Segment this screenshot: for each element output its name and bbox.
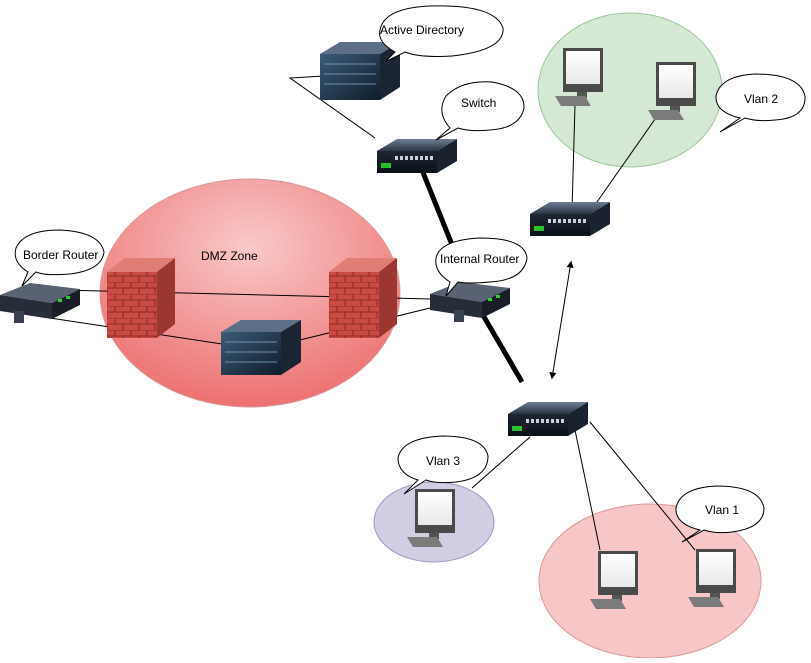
callout-vlan3: Vlan 3 bbox=[397, 435, 489, 495]
bidirectional-arrow bbox=[549, 260, 574, 380]
trunk-router-to-lower-switch bbox=[477, 308, 525, 384]
label-vlan1: Vlan 1 bbox=[705, 503, 739, 517]
label-dmz-zone: DMZ Zone bbox=[201, 249, 258, 263]
line-switch-to-vlan3 bbox=[471, 436, 531, 489]
label-vlan2: Vlan 2 bbox=[744, 92, 778, 106]
monitor-icon bbox=[648, 62, 696, 120]
callout-internal-router: Internal Router bbox=[435, 237, 528, 297]
monitor-icon bbox=[555, 48, 603, 106]
switch-icon bbox=[377, 139, 457, 173]
dmz-zone-area bbox=[99, 178, 401, 408]
monitor-icon bbox=[407, 489, 455, 547]
monitor-icon bbox=[688, 549, 736, 607]
line-switch-to-vlan1-pc2 bbox=[589, 421, 696, 551]
router-icon bbox=[430, 282, 510, 322]
callout-vlan2: Vlan 2 bbox=[715, 73, 806, 133]
label-active-directory: Active Directory bbox=[380, 23, 464, 37]
server-icon bbox=[221, 320, 301, 375]
monitor-icon bbox=[590, 551, 638, 609]
router-icon bbox=[0, 283, 80, 323]
line-vlan2-pc2-to-switch bbox=[589, 111, 661, 213]
firewall-icon bbox=[329, 258, 397, 338]
callout-vlan1: Vlan 1 bbox=[675, 485, 765, 543]
server-icon bbox=[320, 42, 400, 100]
line-vlan2-pc1-to-switch bbox=[571, 104, 576, 211]
line-switch-to-vlan1-pc1 bbox=[574, 429, 601, 551]
label-internal-router: Internal Router bbox=[440, 252, 519, 266]
label-switch: Switch bbox=[461, 96, 496, 110]
callout-switch: Switch bbox=[435, 81, 525, 141]
switch-icon bbox=[530, 202, 610, 236]
callout-active-directory: Active Directory bbox=[379, 5, 504, 63]
line-ad-to-switch bbox=[288, 75, 376, 139]
firewall-icon bbox=[107, 258, 175, 338]
switch-icon bbox=[508, 402, 588, 436]
label-vlan3: Vlan 3 bbox=[426, 454, 460, 468]
callout-border-router: Border Router bbox=[14, 229, 105, 287]
label-border-router: Border Router bbox=[23, 248, 98, 262]
